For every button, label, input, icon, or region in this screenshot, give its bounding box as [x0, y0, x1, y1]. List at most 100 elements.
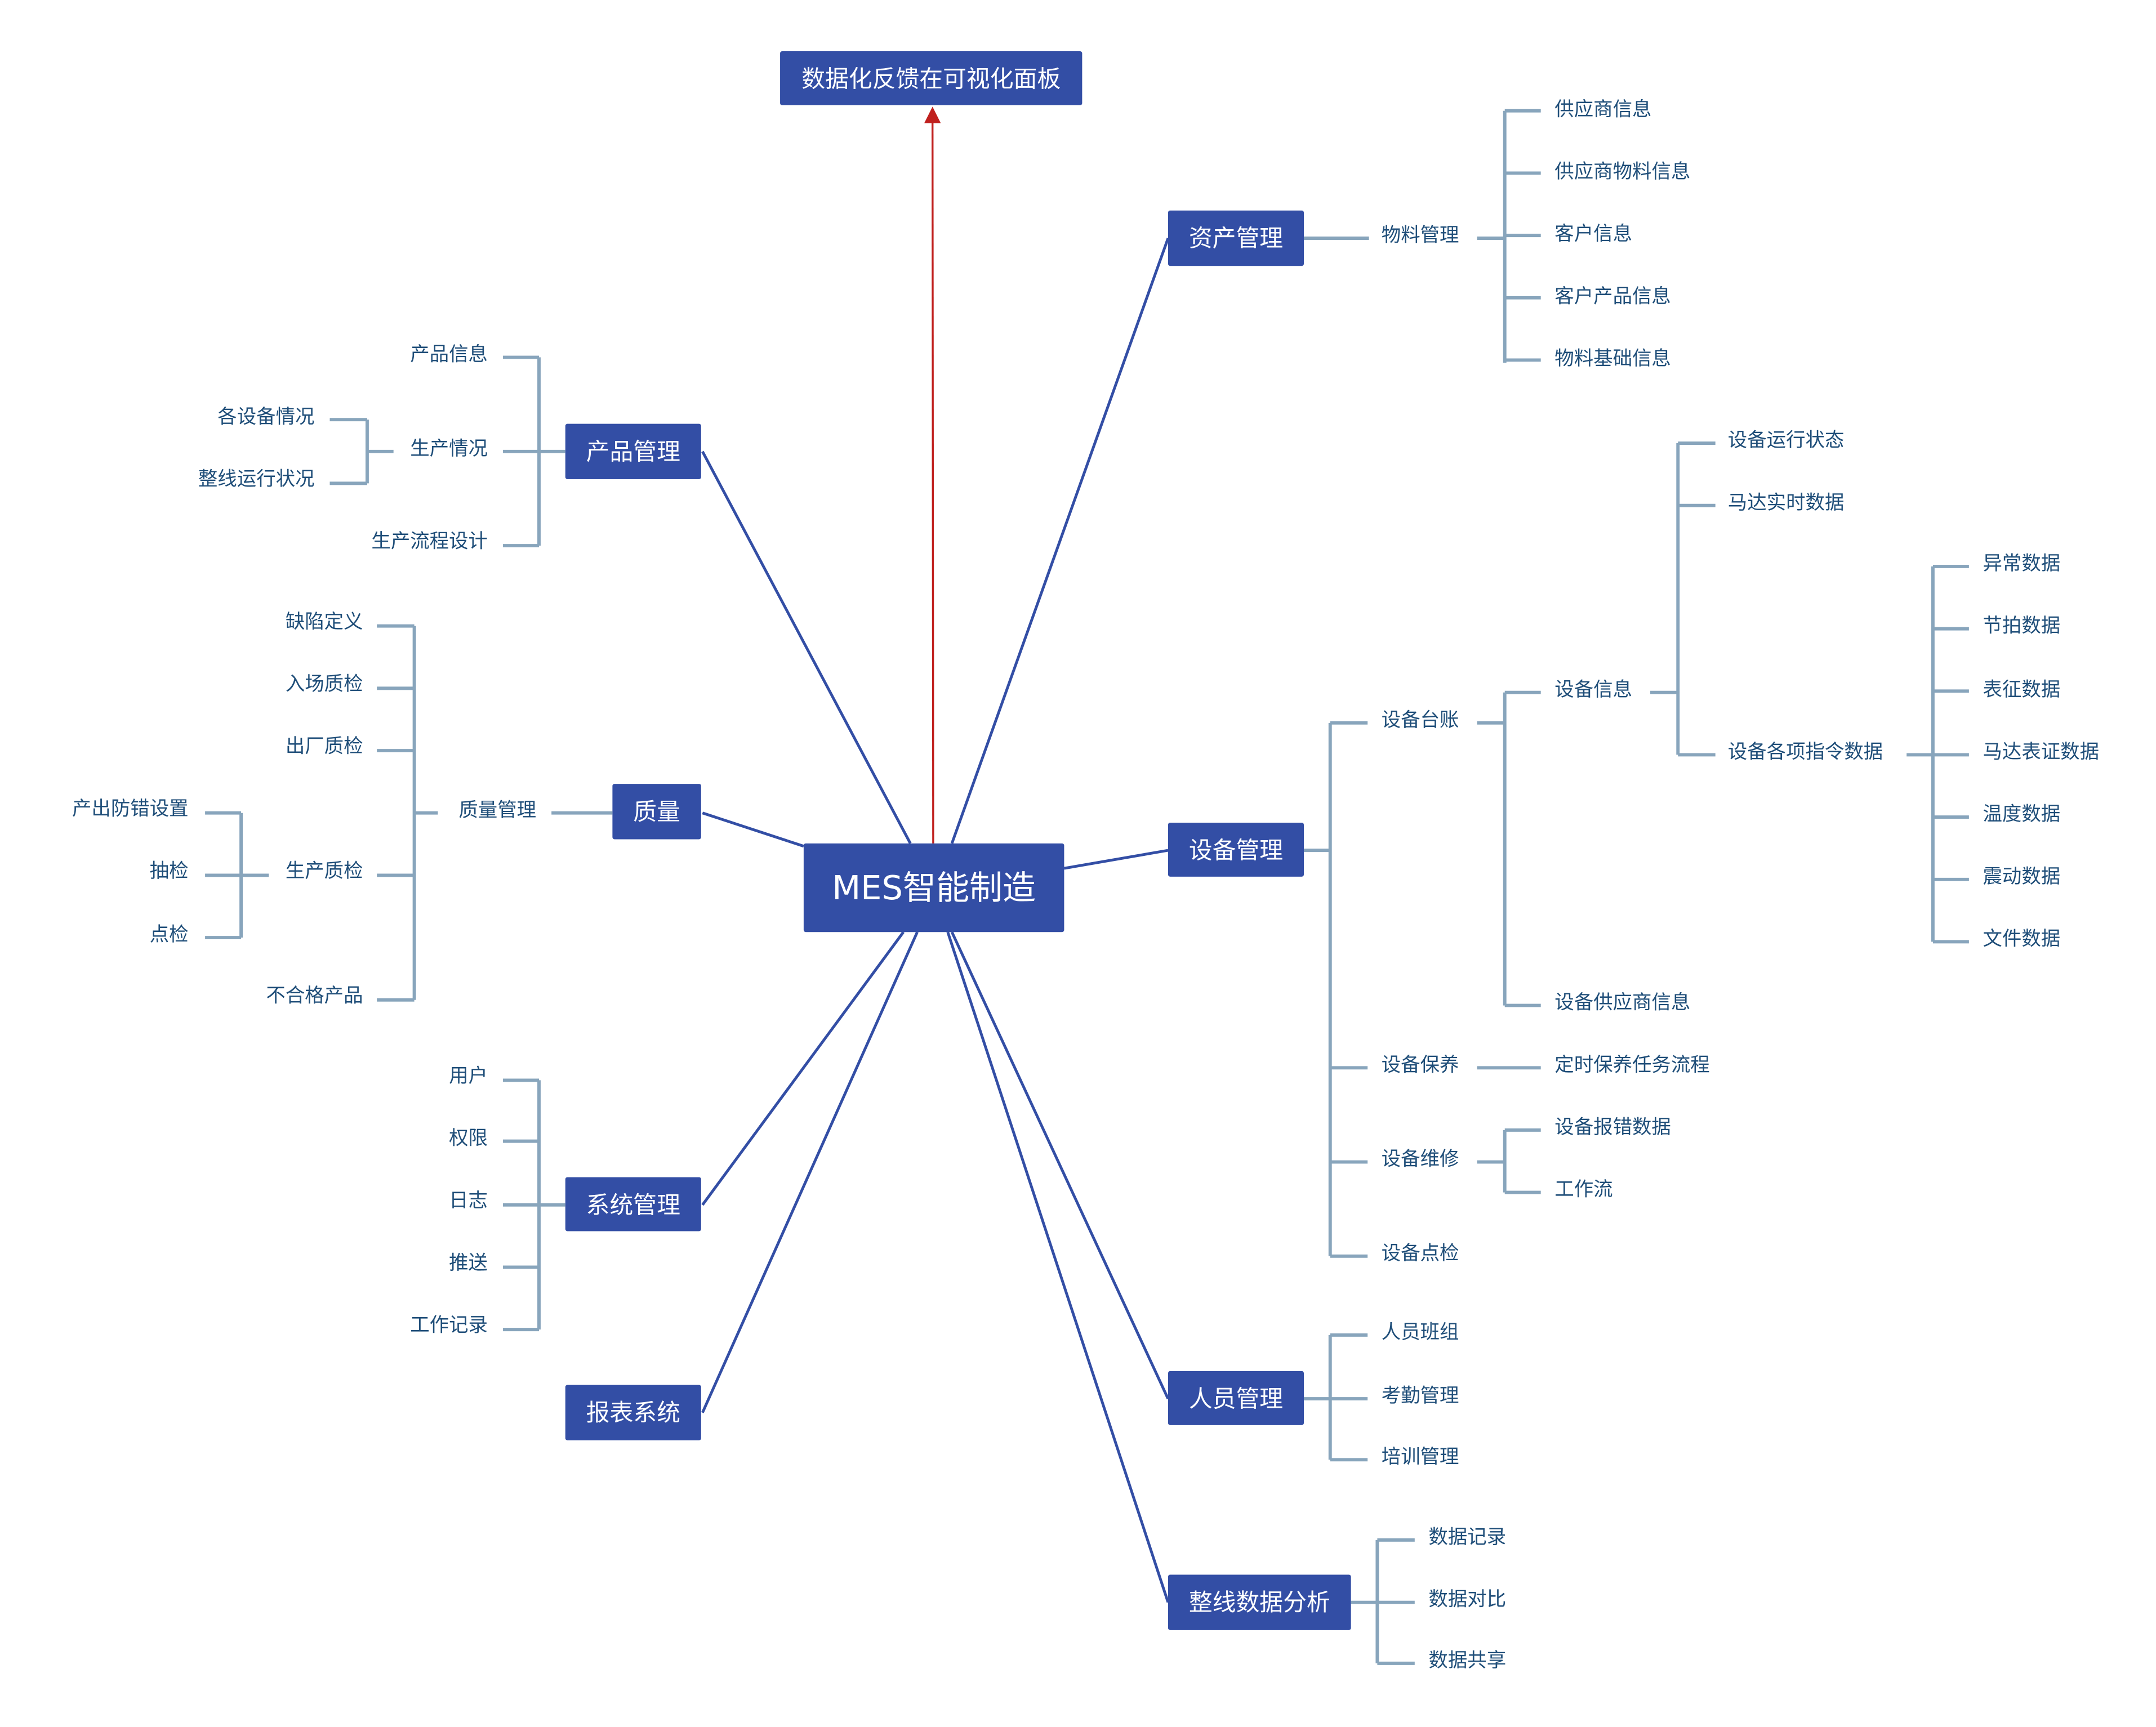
motor-realtime-label[interactable]: 马达实时数据 [1728, 492, 1845, 514]
maintenance-item[interactable]: 定时保养任务流程 [1554, 1054, 1709, 1076]
quality-management-label[interactable]: 质量管理 [458, 799, 536, 822]
quality-label: 质量 [633, 798, 680, 825]
spoke-report [701, 931, 919, 1413]
material-item[interactable]: 客户信息 [1554, 223, 1632, 246]
branch-report: 报表系统 [565, 1385, 701, 1440]
system-item[interactable]: 推送 [449, 1252, 488, 1274]
repair-bracket [1477, 1128, 1541, 1194]
material-bracket [1477, 109, 1541, 363]
equipment-info-label[interactable]: 设备信息 [1554, 679, 1632, 701]
branch-system: 系统管理 用户 权限 日志 推送 工作记录 [410, 1065, 701, 1337]
command-item[interactable]: 文件数据 [1983, 928, 2060, 950]
command-item[interactable]: 节拍数据 [1983, 615, 2060, 637]
production-status-label[interactable]: 生产情况 [410, 438, 488, 460]
quality-box[interactable] [612, 784, 701, 840]
line-analysis-item[interactable]: 数据记录 [1428, 1526, 1506, 1549]
system-item[interactable]: 工作记录 [410, 1314, 488, 1337]
process-design-label[interactable]: 生产流程设计 [371, 530, 488, 553]
line-analysis-item[interactable]: 数据对比 [1428, 1588, 1506, 1611]
system-item[interactable]: 权限 [449, 1127, 488, 1150]
root-node[interactable]: MES智能制造 [803, 843, 1064, 932]
branch-personnel: 人员管理 人员班组 考勤管理 培训管理 [1168, 1321, 1459, 1468]
feedback-node[interactable]: 数据化反馈在可视化面板 [780, 51, 1083, 105]
product-bracket [503, 355, 565, 547]
root-box[interactable] [803, 843, 1064, 932]
material-item[interactable]: 客户产品信息 [1554, 285, 1671, 307]
production-qc-item[interactable]: 产出防错设置 [72, 797, 189, 820]
production-qc-label[interactable]: 生产质检 [286, 860, 363, 882]
arrow-head-icon [924, 106, 941, 123]
line-analysis-box[interactable] [1168, 1574, 1351, 1630]
system-item[interactable]: 用户 [449, 1065, 488, 1087]
feedback-box[interactable] [780, 51, 1083, 105]
system-item[interactable]: 日志 [449, 1189, 488, 1212]
equipment-bracket [1304, 721, 1368, 1258]
command-item[interactable]: 表征数据 [1983, 679, 2060, 701]
line-analysis-bracket [1351, 1538, 1415, 1665]
equipment-status-label[interactable]: 设备运行状态 [1728, 429, 1845, 452]
material-label[interactable]: 物料管理 [1382, 224, 1459, 247]
commands-bracket [1906, 564, 1969, 944]
product-box[interactable] [565, 423, 701, 479]
ledger-bracket [1477, 690, 1541, 1007]
ledger-label[interactable]: 设备台账 [1382, 709, 1459, 731]
production-status-item[interactable]: 整线运行状况 [198, 468, 315, 490]
command-item[interactable]: 异常数据 [1983, 552, 2060, 575]
command-item[interactable]: 马达表证数据 [1983, 741, 2099, 764]
asset-label: 资产管理 [1189, 225, 1283, 252]
repair-label[interactable]: 设备维修 [1382, 1148, 1459, 1171]
feedback-arrow [924, 106, 941, 844]
production-qc-item[interactable]: 抽检 [150, 860, 189, 882]
quality-item[interactable]: 出厂质检 [286, 735, 363, 758]
personnel-box[interactable] [1168, 1371, 1304, 1425]
line-analysis-label: 整线数据分析 [1189, 1588, 1330, 1616]
spoke-asset [950, 238, 1170, 844]
system-box[interactable] [565, 1177, 701, 1231]
equipment-info-bracket [1650, 441, 1716, 757]
inspection-label[interactable]: 设备点检 [1382, 1242, 1459, 1265]
personnel-item[interactable]: 考勤管理 [1382, 1385, 1459, 1407]
root-label: MES智能制造 [832, 868, 1036, 907]
spoke-quality [702, 811, 804, 848]
equipment-supplier-label[interactable]: 设备供应商信息 [1554, 992, 1690, 1014]
material-item[interactable]: 物料基础信息 [1554, 347, 1671, 370]
repair-item[interactable]: 设备报错数据 [1554, 1116, 1671, 1139]
quality-item[interactable]: 缺陷定义 [286, 610, 363, 633]
production-qc-item[interactable]: 点检 [150, 923, 189, 946]
equipment-box[interactable] [1168, 822, 1304, 877]
personnel-bracket [1304, 1333, 1368, 1462]
root-spokes [701, 238, 1170, 1603]
asset-box[interactable] [1168, 210, 1304, 266]
spoke-equipment [1063, 849, 1169, 870]
line-analysis-item[interactable]: 数据共享 [1428, 1649, 1506, 1672]
branch-product: 产品管理 产品信息 生产情况 生产流程设计 各设备情况 整线运行状况 [198, 343, 701, 553]
report-box[interactable] [565, 1385, 701, 1440]
commands-label[interactable]: 设备各项指令数据 [1728, 741, 1883, 764]
system-bracket [503, 1078, 565, 1332]
spoke-line-analysis [946, 931, 1170, 1603]
production-status-bracket [329, 418, 394, 485]
material-item[interactable]: 供应商信息 [1554, 98, 1651, 121]
feedback-label: 数据化反馈在可视化面板 [801, 65, 1061, 93]
material-item[interactable]: 供应商物料信息 [1554, 160, 1690, 183]
system-label: 系统管理 [586, 1191, 680, 1219]
maintenance-label[interactable]: 设备保养 [1382, 1054, 1459, 1076]
production-qc-bracket [205, 811, 269, 940]
repair-item[interactable]: 工作流 [1554, 1179, 1612, 1201]
branch-equipment: 设备管理 设备台账 设备保养 设备维修 设备点检 设备信息 设备供应商信息 设备… [1168, 429, 2099, 1265]
production-status-item[interactable]: 各设备情况 [217, 405, 314, 428]
personnel-label: 人员管理 [1189, 1385, 1283, 1413]
personnel-item[interactable]: 人员班组 [1382, 1321, 1459, 1344]
command-item[interactable]: 温度数据 [1983, 803, 2060, 825]
quality-item[interactable]: 入场质检 [286, 673, 363, 695]
personnel-item[interactable]: 培训管理 [1382, 1445, 1459, 1468]
product-info-label[interactable]: 产品信息 [410, 343, 488, 366]
quality-item[interactable]: 不合格产品 [266, 984, 363, 1007]
branch-asset: 资产管理 物料管理 供应商信息 供应商物料信息 客户信息 客户产品信息 物料基础… [1168, 98, 1690, 370]
branch-quality: 质量 质量管理 缺陷定义 入场质检 出厂质检 生产质检 不合格产品 产出防错设置… [72, 610, 701, 1007]
report-label: 报表系统 [586, 1399, 680, 1426]
spoke-product [701, 450, 912, 844]
command-item[interactable]: 震动数据 [1983, 865, 2060, 888]
spoke-personnel [950, 931, 1170, 1400]
